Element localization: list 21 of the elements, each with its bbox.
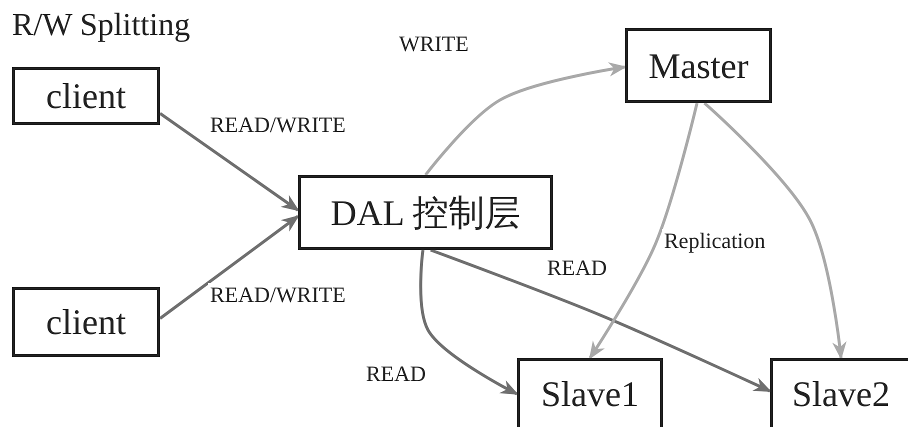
node-label: Slave2 xyxy=(792,376,890,412)
arrow xyxy=(159,112,300,212)
process-box xyxy=(12,287,160,357)
process-box xyxy=(517,358,663,427)
node-label: client xyxy=(46,78,126,114)
node-label: DAL 控制层 xyxy=(330,194,520,230)
process-box xyxy=(625,28,772,103)
arrow xyxy=(424,62,627,176)
arrow xyxy=(588,102,698,360)
arrow xyxy=(703,102,846,360)
process-box xyxy=(12,67,160,125)
edge-label: Replication xyxy=(662,229,768,254)
arrow xyxy=(430,248,772,392)
process-box xyxy=(298,175,553,250)
node-label: Slave1 xyxy=(541,376,639,412)
node-label: Master xyxy=(648,48,748,84)
node-label: client xyxy=(46,304,126,340)
arrow xyxy=(419,250,519,396)
arrow xyxy=(159,215,300,320)
diagram-title: R/W Splitting xyxy=(12,6,190,43)
process-box xyxy=(770,358,908,427)
